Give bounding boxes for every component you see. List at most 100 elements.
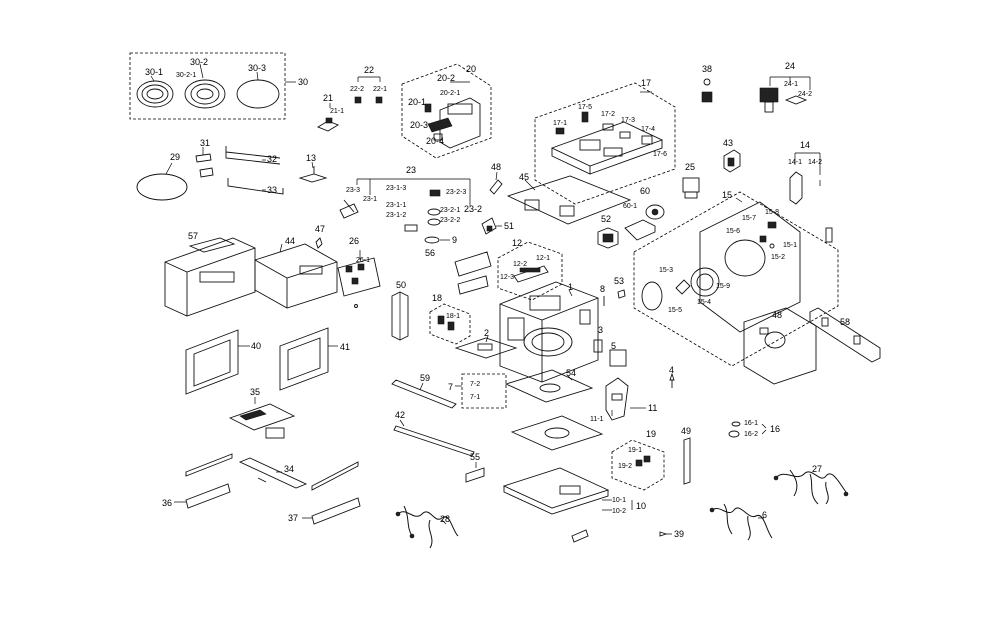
label-23-1-3: 23-1-3 [386, 185, 406, 192]
label-42: 42 [395, 410, 405, 420]
part-51 [481, 217, 502, 235]
label-40: 40 [251, 341, 261, 351]
part-36 [174, 483, 231, 509]
part-connector [571, 529, 589, 543]
part-50-duct [391, 291, 409, 341]
label-17: 17 [641, 78, 651, 88]
label-12-1: 12-1 [536, 255, 550, 262]
part-1-cavity [499, 281, 599, 383]
label-9: 9 [452, 235, 457, 245]
label-17-4: 17-4 [641, 126, 655, 133]
part-45-plate [506, 175, 632, 225]
part-2-tray [454, 335, 518, 359]
label-21-1: 21-1 [330, 108, 344, 115]
part-group-7 [455, 373, 507, 409]
part-base-plate [510, 415, 604, 451]
part-26-switch-bracket [337, 250, 381, 308]
part-group-30 [129, 52, 296, 120]
label-4: 4 [669, 365, 674, 375]
part-41-panel [279, 327, 338, 391]
part-22 [354, 76, 383, 104]
label-23-1-2: 23-1-2 [386, 212, 406, 219]
part-58-bracket [809, 307, 881, 363]
label-17-3: 17-3 [621, 117, 635, 124]
label-51: 51 [504, 221, 514, 231]
part-group-23 [339, 178, 471, 244]
part-28-harness [395, 505, 459, 549]
label-15-6: 15-6 [726, 228, 740, 235]
part-group-18 [429, 303, 471, 345]
part-3 [593, 339, 603, 353]
part-group-16 [728, 421, 767, 438]
label-28: 28 [440, 514, 450, 524]
part-44-bracket [254, 243, 338, 309]
label-60: 60 [640, 186, 650, 196]
part-53 [617, 289, 626, 299]
label-12-3: 12-3 [500, 274, 514, 281]
label-23-1: 23-1 [363, 196, 377, 203]
label-45: 45 [519, 172, 529, 182]
part-21 [316, 103, 340, 132]
label-23-3: 23-3 [346, 187, 360, 194]
part-10-base [502, 467, 633, 515]
label-23-2-1: 23-2-1 [440, 207, 460, 214]
part-49 [683, 437, 691, 485]
label-19: 19 [646, 429, 656, 439]
label-15-3: 15-3 [659, 267, 673, 274]
label-7-1: 7-1 [470, 394, 480, 401]
label-47: 47 [315, 224, 325, 234]
part-group-15 [633, 191, 839, 367]
part-56-panel [454, 251, 492, 295]
label-24-1: 24-1 [784, 81, 798, 88]
part-60-fan [624, 204, 665, 241]
label-18: 18 [432, 293, 442, 303]
label-37: 37 [288, 513, 298, 523]
part-rail-right [311, 461, 359, 491]
label-48-top: 48 [491, 162, 501, 172]
label-26: 26 [349, 236, 359, 246]
part-group-17 [534, 82, 676, 205]
label-23-2: 23-2 [464, 204, 482, 214]
label-43: 43 [723, 138, 733, 148]
label-7: 7 [448, 382, 453, 392]
part-55 [465, 462, 485, 483]
part-42-rail [393, 419, 475, 457]
label-34: 34 [284, 464, 294, 474]
label-16-1: 16-1 [744, 420, 758, 427]
label-22: 22 [364, 65, 374, 75]
part-6-harness [709, 503, 773, 541]
label-20-1: 20-1 [408, 97, 426, 107]
label-17-5: 17-5 [578, 104, 592, 111]
label-23: 23 [406, 165, 416, 175]
part-25 [682, 177, 700, 199]
label-24: 24 [785, 61, 795, 71]
part-54-plate [504, 369, 594, 403]
label-5: 5 [611, 341, 616, 351]
label-21: 21 [323, 93, 333, 103]
label-19-2: 19-2 [618, 463, 632, 470]
label-30: 30 [298, 77, 308, 87]
part-13-coupler [298, 161, 328, 183]
part-37 [302, 497, 361, 525]
label-53: 53 [614, 276, 624, 286]
part-4 [669, 372, 675, 388]
part-57-cabinet-top [164, 237, 256, 317]
label-52: 52 [601, 214, 611, 224]
part-59-rail [391, 379, 457, 409]
part-39 [659, 531, 672, 537]
part-rail-left [185, 453, 233, 477]
part-43 [723, 149, 741, 173]
label-33: 33 [267, 185, 277, 195]
label-59: 59 [420, 373, 430, 383]
part-group-14 [789, 152, 833, 243]
label-15-5: 15-5 [668, 307, 682, 314]
part-48-rear-panel [743, 307, 817, 385]
part-group-12 [497, 241, 563, 301]
label-8: 8 [600, 284, 605, 294]
label-20-3: 20-3 [410, 120, 428, 130]
label-20: 20 [466, 64, 476, 74]
label-13: 13 [306, 153, 316, 163]
label-44: 44 [285, 236, 295, 246]
label-19-1: 19-1 [628, 447, 642, 454]
label-36: 36 [162, 498, 172, 508]
